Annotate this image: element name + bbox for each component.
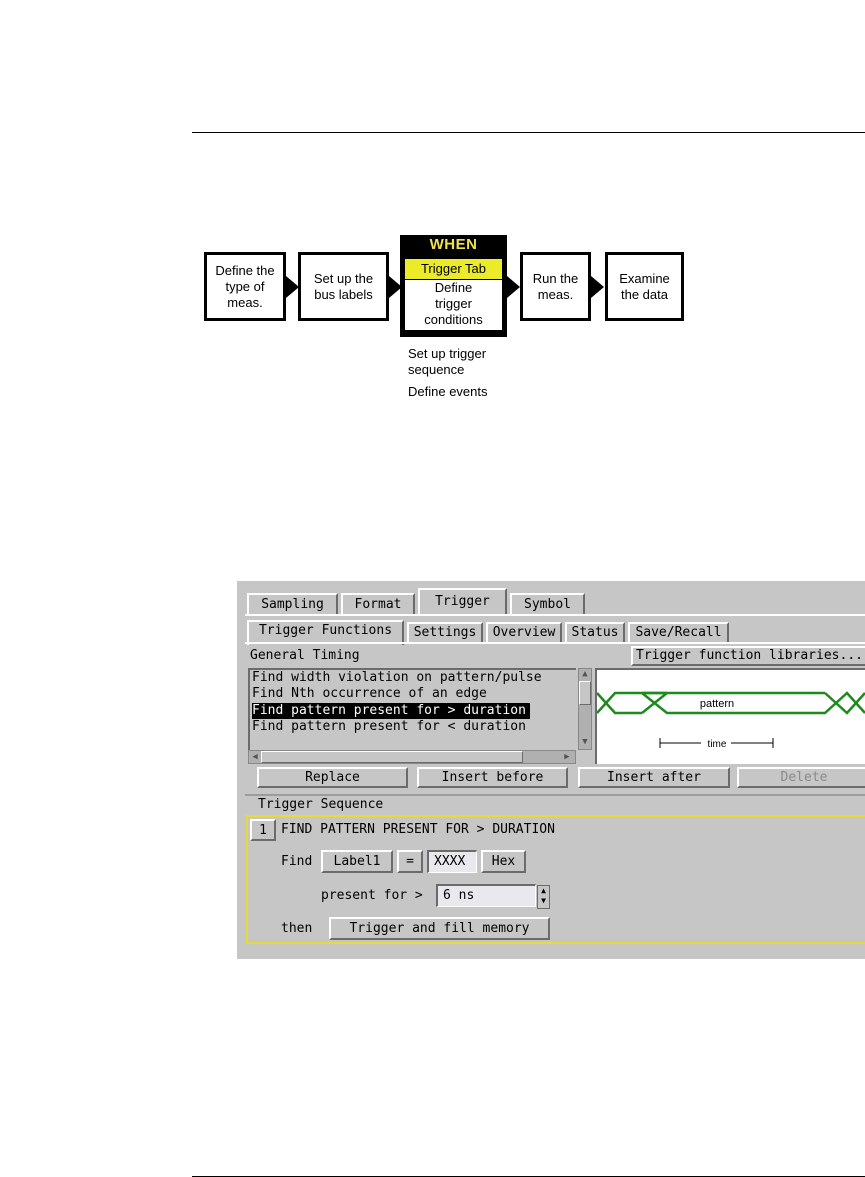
tab-settings[interactable]: Settings (407, 622, 483, 643)
tab-status[interactable]: Status (565, 622, 625, 643)
subtab-divider (245, 642, 865, 644)
trigger-window: Sampling Format Trigger Symbol Trigger F… (237, 581, 865, 959)
step-number-button[interactable]: 1 (250, 819, 276, 841)
operator-button[interactable]: = (397, 850, 423, 873)
step-bus-labels: Set up the bus labels (298, 252, 389, 321)
arrow-4-icon (591, 276, 604, 298)
insert-before-button[interactable]: Insert before (417, 767, 568, 788)
list-item[interactable]: Find pattern present for < duration (252, 719, 526, 734)
function-preview: pattern time (595, 668, 865, 764)
tab-save-recall[interactable]: Save/Recall (628, 622, 729, 643)
scroll-left-icon[interactable]: ◀ (252, 752, 258, 762)
step-define-measurement: Define the type of meas. (204, 252, 286, 321)
when-body: Define trigger conditions (405, 280, 502, 330)
header-rule (192, 132, 865, 133)
radix-button[interactable]: Hex (481, 850, 526, 873)
tab-format[interactable]: Format (341, 593, 415, 614)
scroll-down-icon[interactable]: ▼ (582, 737, 588, 747)
section-divider (245, 794, 865, 796)
find-label: Find (281, 854, 313, 869)
step-when-trigger: WHEN Trigger Tab Define trigger conditio… (400, 235, 507, 337)
arrow-3-icon (507, 276, 520, 298)
horizontal-scroll-thumb[interactable] (261, 751, 523, 763)
vertical-scroll-thumb[interactable] (579, 681, 591, 705)
list-item[interactable]: Find width violation on pattern/pulse (252, 670, 542, 685)
note-trigger-sequence: Set up trigger sequence (408, 346, 487, 377)
waveform-preview: pattern time (596, 691, 865, 750)
scroll-up-icon[interactable]: ▲ (582, 669, 588, 679)
list-item-selected[interactable]: Find pattern present for > duration (252, 703, 530, 719)
tab-sampling[interactable]: Sampling (247, 593, 338, 614)
trigger-libraries-button[interactable]: Trigger function libraries... (631, 646, 865, 666)
trigger-sequence-area: 1 FIND PATTERN PRESENT FOR > DURATION Fi… (246, 815, 865, 944)
list-item[interactable]: Find Nth occurrence of an edge (252, 686, 487, 701)
list-vertical-scrollbar[interactable]: ▲ ▼ (578, 668, 592, 750)
scroll-right-icon[interactable]: ▶ (564, 752, 570, 762)
pattern-label: pattern (700, 698, 734, 710)
step-title: FIND PATTERN PRESENT FOR > DURATION (281, 822, 555, 837)
duration-spinner[interactable]: ▲ ▼ (537, 885, 550, 909)
arrow-2-icon (389, 276, 402, 298)
trigger-sequence-title: Trigger Sequence (258, 797, 384, 812)
spin-down-icon[interactable]: ▼ (541, 896, 546, 905)
replace-button[interactable]: Replace (257, 767, 408, 788)
time-label: time (708, 739, 727, 750)
duration-field[interactable]: 6 ns (436, 884, 536, 907)
label-select-button[interactable]: Label1 (321, 850, 393, 873)
tab-trigger[interactable]: Trigger (418, 588, 507, 615)
delete-button[interactable]: Delete (737, 767, 865, 788)
list-horizontal-scrollbar[interactable]: ◀ ▶ (248, 750, 576, 764)
present-for-label: present for > (321, 888, 423, 903)
note-define-events: Define events (408, 384, 488, 399)
trigger-function-list[interactable]: Find width violation on pattern/pulse Fi… (248, 668, 576, 750)
trigger-action-button[interactable]: Trigger and fill memory (329, 917, 550, 940)
arrow-1-icon (286, 276, 299, 298)
tab-symbol[interactable]: Symbol (510, 593, 585, 614)
tabstrip-divider (245, 614, 865, 616)
when-header: WHEN (429, 236, 478, 253)
spin-up-icon[interactable]: ▲ (541, 886, 546, 895)
when-trigger-tab: Trigger Tab (405, 259, 502, 279)
then-label: then (281, 921, 313, 936)
insert-after-button[interactable]: Insert after (578, 767, 730, 788)
tab-overview[interactable]: Overview (486, 622, 562, 643)
pattern-value-field[interactable]: XXXX (427, 850, 477, 873)
step-examine-data: Examine the data (605, 252, 684, 321)
tab-trigger-functions[interactable]: Trigger Functions (247, 620, 404, 645)
waveform-lower-line (596, 691, 865, 715)
category-label: General Timing (250, 648, 360, 663)
step-run-measurement: Run the meas. (520, 252, 591, 321)
waveform-upper-line (596, 691, 865, 715)
